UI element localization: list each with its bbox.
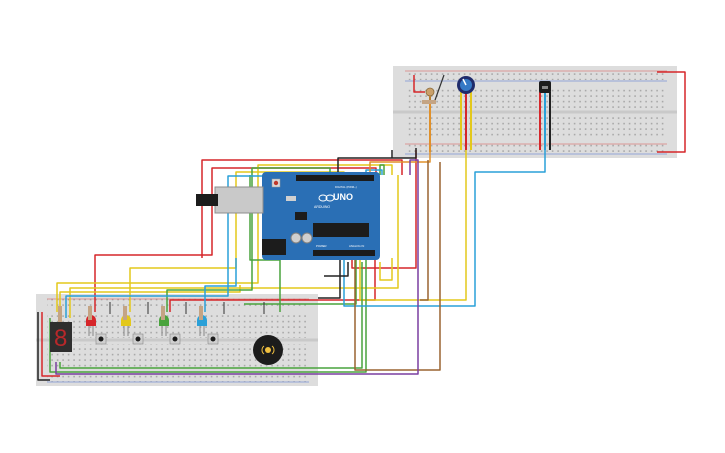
digital-header-label: DIGITAL (PWM~) (335, 185, 357, 189)
capacitor (290, 232, 302, 244)
seven-segment-digit: 8 (54, 325, 67, 352)
digital-header[interactable] (296, 175, 374, 181)
resistor[interactable] (88, 306, 92, 320)
wire-purple[interactable] (55, 159, 419, 375)
wire-yellow[interactable] (56, 164, 393, 312)
wire-black[interactable] (37, 312, 50, 381)
wire-red[interactable] (169, 255, 376, 312)
capacitor (301, 232, 313, 244)
wire-green[interactable] (59, 262, 363, 369)
push-button[interactable] (95, 333, 107, 345)
usb-cable-plug (196, 194, 218, 206)
arduino-uno-board[interactable]: UNO ARDUINO DIGITAL (PWM~) POWER ANALOG … (196, 172, 380, 260)
push-buttons (95, 333, 219, 345)
wire-red[interactable] (41, 312, 60, 377)
push-button[interactable] (207, 333, 219, 345)
temperature-sensor[interactable] (539, 81, 551, 93)
analog-header-label: ANALOG IN (349, 244, 364, 248)
wire-brown[interactable] (354, 162, 441, 371)
power-header-label: POWER (316, 244, 327, 248)
piezo-buzzer[interactable] (253, 335, 283, 365)
board-maker-label: ARDUINO (314, 205, 330, 209)
wire-red[interactable] (94, 167, 377, 312)
wire-green[interactable] (249, 175, 281, 312)
wire-yellow[interactable] (379, 258, 393, 281)
push-button[interactable] (132, 333, 144, 345)
resistor[interactable] (422, 100, 436, 104)
wires (37, 71, 686, 381)
top-board-leads (429, 74, 551, 152)
resistor[interactable] (58, 306, 62, 322)
wire-yellow[interactable] (59, 285, 241, 318)
potentiometer[interactable] (457, 76, 475, 94)
wire-black[interactable] (337, 148, 417, 175)
power-jack[interactable] (262, 239, 286, 255)
usb-connector[interactable] (214, 186, 264, 214)
atmega-chip (313, 223, 369, 237)
wire-brown[interactable] (420, 160, 429, 301)
bottom-board-jumpers (109, 302, 265, 314)
breadboard-top[interactable] (393, 66, 677, 158)
resistor[interactable] (161, 306, 165, 320)
resistors-bottom (58, 306, 203, 322)
wire-black[interactable] (324, 262, 349, 277)
board-brand-label: UNO (333, 192, 353, 202)
wire-green[interactable] (166, 167, 331, 312)
wire-blue[interactable] (343, 92, 546, 307)
wire-red[interactable] (201, 159, 403, 258)
wire-yellow[interactable] (359, 92, 467, 301)
wire-blue[interactable] (204, 258, 237, 312)
wire-red[interactable] (657, 71, 686, 153)
wire-green[interactable] (244, 258, 357, 305)
seven-segment-display[interactable]: 8 (50, 322, 72, 352)
wire-red[interactable] (351, 150, 417, 269)
resistor[interactable] (199, 306, 203, 320)
analog-header[interactable] (313, 250, 375, 256)
wire-red[interactable] (413, 75, 425, 93)
wire-yellow[interactable] (69, 175, 399, 318)
wire-blue[interactable] (65, 175, 325, 318)
resistor[interactable] (123, 306, 127, 320)
wire-black[interactable] (318, 258, 341, 299)
push-button[interactable] (169, 333, 181, 345)
